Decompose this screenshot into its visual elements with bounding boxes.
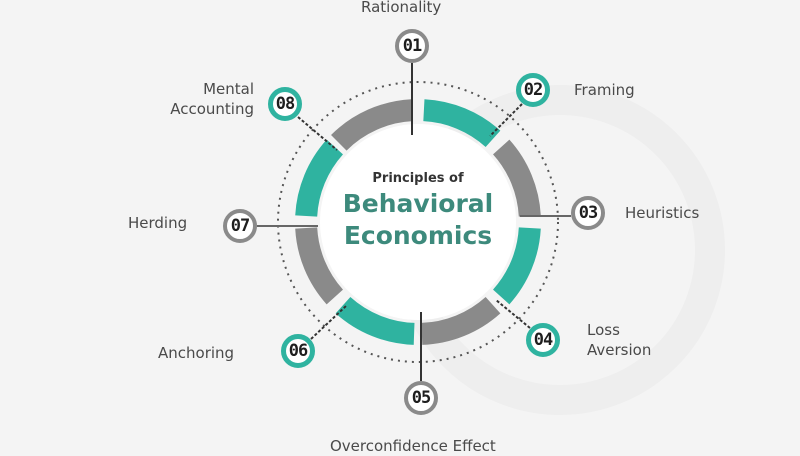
label-mental-accounting-line1: Mental — [203, 80, 254, 98]
label-rationality: Rationality — [361, 0, 442, 16]
node-08: 08 — [268, 87, 302, 121]
title-main-line2: Economics — [343, 221, 493, 250]
outer-dotted-ring — [277, 81, 559, 363]
arc-segment-07 — [295, 227, 344, 305]
node-02: 02 — [516, 73, 550, 107]
arc-segment-06 — [335, 296, 415, 345]
label-heuristics: Heuristics — [625, 204, 700, 222]
arc-segment-01 — [331, 99, 413, 151]
label-loss-aversion-line1: Loss — [587, 321, 620, 339]
arc-segment-03 — [492, 139, 541, 217]
label-framing: Framing — [574, 81, 635, 99]
title-main-line1: Behavioral — [342, 189, 494, 218]
center-disc — [320, 124, 516, 320]
arc-segment-05 — [421, 296, 501, 345]
arc-segment-08 — [295, 139, 344, 217]
node-03: 03 — [571, 196, 605, 230]
label-overconfidence-effect: Overconfidence Effect — [330, 437, 496, 455]
node-04: 04 — [526, 323, 560, 357]
arc-segment-02 — [422, 99, 501, 148]
label-herding: Herding — [128, 214, 188, 232]
node-06: 06 — [281, 334, 315, 368]
label-mental-accounting: Mental Accounting — [148, 79, 254, 119]
node-01: 01 — [395, 29, 429, 63]
title-subtitle: Principles of — [372, 171, 464, 186]
diagram-title: Principles of Behavioral Economics — [318, 170, 518, 252]
label-anchoring: Anchoring — [158, 344, 235, 362]
node-05: 05 — [404, 381, 438, 415]
connector-02 — [489, 103, 523, 137]
label-loss-aversion: Loss Aversion — [587, 320, 651, 360]
connector-06 — [310, 305, 347, 340]
connector-08 — [297, 116, 338, 151]
arc-segment-04 — [492, 227, 541, 305]
node-07: 07 — [223, 209, 257, 243]
label-mental-accounting-line2: Accounting — [170, 100, 254, 118]
connector-04 — [495, 299, 531, 329]
label-loss-aversion-line2: Aversion — [587, 341, 652, 359]
